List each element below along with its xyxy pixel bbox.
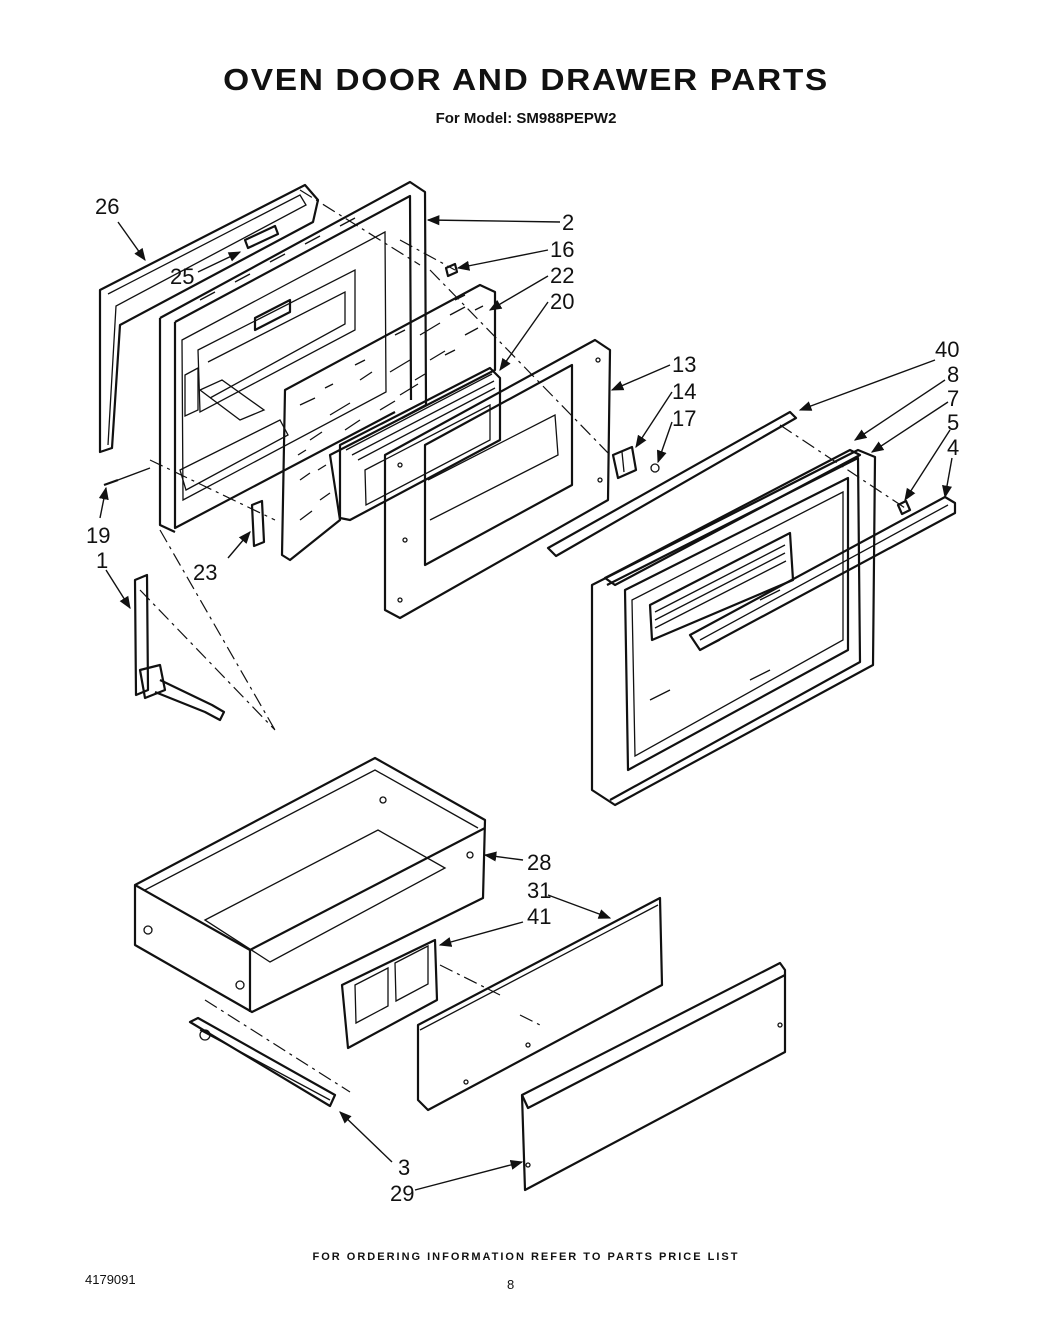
part-2-inner-door-panel [158, 180, 428, 533]
callout-22: 22 [550, 263, 574, 288]
part-5-end-cap [896, 499, 912, 516]
callout-20: 20 [550, 289, 574, 314]
callout-19: 19 [86, 523, 110, 548]
part-1-hinge [133, 573, 226, 722]
part-31-drawer-back [416, 896, 664, 1112]
page-title: OVEN DOOR AND DRAWER PARTS [223, 62, 829, 97]
callout-41: 41 [527, 904, 551, 929]
part-28-drawer-body [133, 756, 487, 1014]
callout-1: 1 [96, 548, 108, 573]
part-3-drawer-slide [188, 1016, 337, 1108]
part-20-glass-pack [338, 366, 502, 522]
callout-25: 25 [170, 264, 194, 289]
callout-16: 16 [550, 237, 574, 262]
callout-23: 23 [193, 560, 217, 585]
part-16-clip [444, 262, 459, 278]
callout-17: 17 [672, 406, 696, 431]
callout-4: 4 [947, 435, 959, 460]
part-13-door-frame [383, 338, 612, 620]
part-29-drawer-front [520, 961, 787, 1192]
alignment-lines [139, 189, 906, 1093]
model-subtitle: For Model: SM988PEPW2 [435, 110, 617, 127]
part-40-top-trim [546, 410, 798, 558]
leader-lines [98, 215, 953, 1191]
callout-31: 31 [527, 878, 551, 903]
part-19-screw [103, 467, 151, 487]
callout-2: 2 [562, 210, 574, 235]
callout-29: 29 [390, 1181, 414, 1206]
callout-3: 3 [398, 1155, 410, 1180]
part-26-door-gasket [98, 183, 320, 454]
callout-7: 7 [947, 386, 959, 411]
part-17-screw [650, 463, 660, 473]
document-number: 4179091 [85, 1272, 136, 1287]
callout-28: 28 [527, 850, 551, 875]
part-14-bracket [611, 445, 638, 480]
ordering-note: FOR ORDERING INFORMATION REFER TO PARTS … [312, 1251, 740, 1263]
part-23-bracket [250, 499, 266, 548]
part-7-outer-door [590, 448, 877, 807]
page-number: 8 [507, 1277, 515, 1292]
part-4-handle [688, 495, 957, 652]
callout-5: 5 [947, 410, 959, 435]
part-41-drawer-bracket [340, 938, 439, 1050]
callout-40: 40 [935, 337, 959, 362]
callout-8: 8 [947, 362, 959, 387]
part-22-insulation [280, 283, 497, 562]
callout-26: 26 [95, 194, 119, 219]
part-8-door-top [603, 448, 862, 587]
callout-14: 14 [672, 379, 696, 404]
callout-labels: 26 25 2 16 22 20 13 14 17 40 8 7 5 4 19 … [86, 194, 959, 1206]
callout-13: 13 [672, 352, 696, 377]
